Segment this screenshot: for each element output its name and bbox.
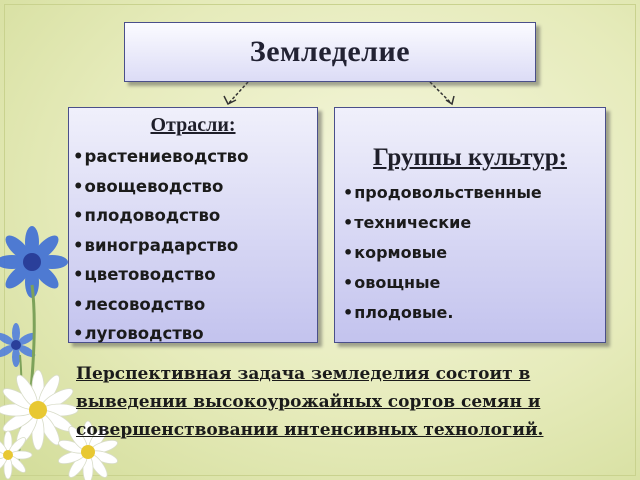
list-item: лесоводство: [73, 290, 248, 320]
branches-list: растениеводство овощеводство плодоводств…: [73, 142, 249, 349]
conclusion-text: Перспективная задача земледелия состоит …: [76, 360, 616, 444]
crop-groups-list: продовольственные технические кормовые о…: [343, 178, 542, 328]
list-item: овощеводство: [73, 172, 248, 202]
list-item: технические: [343, 208, 542, 238]
list-item: плодоводство: [73, 201, 248, 231]
conclusion-line: совершенствовании интенсивных технологий…: [76, 420, 544, 440]
list-item: луговодство: [73, 319, 248, 349]
list-item: растениеводство: [73, 142, 249, 172]
title-box: Земледелие: [124, 22, 536, 82]
page-title: Земледелие: [249, 35, 411, 68]
crop-groups-box: Группы культур: продовольственные технич…: [334, 107, 606, 343]
branches-heading: Отрасли:: [150, 114, 236, 136]
branches-box: Отрасли: растениеводство овощеводство пл…: [68, 107, 318, 343]
conclusion-line: выведении высокоурожайных сортов семян и: [76, 392, 541, 412]
crop-groups-heading: Группы культур:: [373, 144, 567, 171]
list-item: виноградарство: [73, 231, 248, 261]
list-item: продовольственные: [343, 178, 542, 208]
chamomile-icon: [0, 369, 118, 480]
list-item: овощные: [343, 268, 542, 298]
list-item: цветоводство: [73, 260, 248, 290]
list-item: плодовые.: [343, 298, 542, 328]
list-item: кормовые: [343, 238, 542, 268]
conclusion-line: Перспективная задача земледелия состоит …: [76, 364, 531, 384]
